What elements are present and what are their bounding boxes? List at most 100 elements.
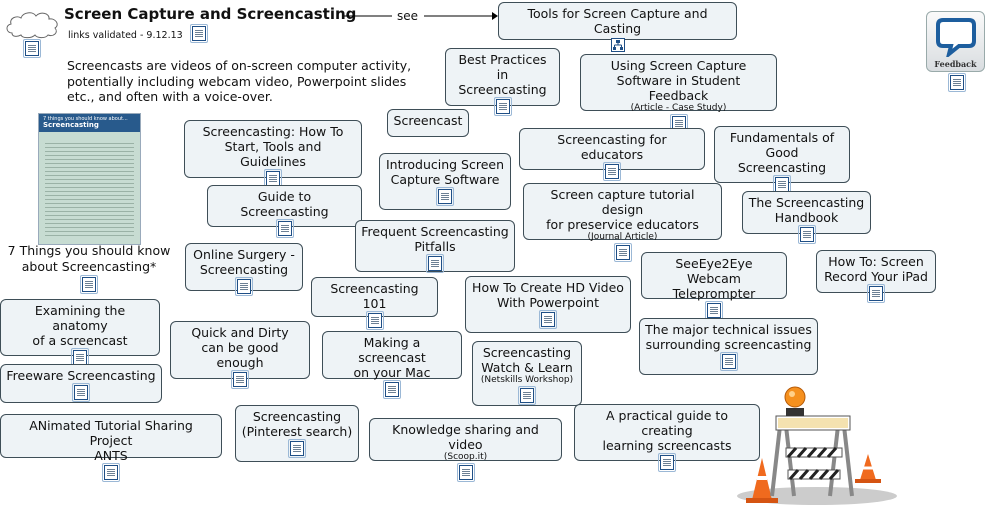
node-pinterest-search[interactable]: Screencasting (Pinterest search) xyxy=(235,405,359,462)
node-label: Frequent Screencasting xyxy=(361,224,509,239)
description-text: Screencasts are videos of on-screen comp… xyxy=(67,58,412,104)
node-screencasting-handbook[interactable]: The Screencasting Handbook xyxy=(742,191,871,244)
document-icon[interactable] xyxy=(867,284,885,303)
document-icon[interactable] xyxy=(456,463,475,482)
document-icon[interactable] xyxy=(518,386,536,405)
node-making-on-mac[interactable]: Making a screencast on your Mac xyxy=(322,331,462,399)
cloud-icon xyxy=(6,12,58,39)
thumbnail-caption: 7 Things you should know about Screencas… xyxy=(7,243,171,274)
speech-bubble-icon xyxy=(935,18,976,60)
document-icon[interactable] xyxy=(365,311,384,330)
node-knowledge-sharing[interactable]: Knowledge sharing and video (Scoop.it) xyxy=(369,418,562,482)
node-screencasting-how-to-start[interactable]: Screencasting: How To Start, Tools and G… xyxy=(184,120,362,188)
node-label: Freeware Screencasting xyxy=(6,368,156,383)
node-label: Screencasting: How To xyxy=(202,124,344,139)
node-label: Screencasting xyxy=(458,82,547,97)
feedback-button[interactable]: Feedback xyxy=(926,11,985,72)
node-hd-video-powerpoint[interactable]: How To Create HD Video With Powerpoint xyxy=(465,276,631,333)
node-label: surrounding screencasting xyxy=(645,337,812,352)
document-icon[interactable] xyxy=(658,453,676,472)
document-icon[interactable] xyxy=(80,275,98,294)
node-online-surgery[interactable]: Online Surgery - Screencasting xyxy=(185,243,303,296)
node-major-technical-issues[interactable]: The major technical issues surrounding s… xyxy=(639,318,818,375)
node-sublabel: (Article - Case Study) xyxy=(630,103,727,113)
see-arrow xyxy=(344,12,498,20)
node-fundamentals[interactable]: Fundamentals of Good Screencasting xyxy=(714,126,850,194)
node-tutorial-design[interactable]: Screen capture tutorial design for prese… xyxy=(523,183,722,262)
node-using-screen-capture-feedback[interactable]: Using Screen Capture Software in Student… xyxy=(580,54,777,133)
document-thumbnail[interactable]: 7 things you should know about... Screen… xyxy=(38,113,141,245)
node-frequent-pitfalls[interactable]: Frequent Screencasting Pitfalls xyxy=(355,220,515,273)
node-label: Using Screen Capture xyxy=(610,58,747,73)
node-label: of a screencast xyxy=(32,333,128,348)
document-icon[interactable] xyxy=(773,175,791,194)
node-label: Fundamentals of xyxy=(729,130,835,145)
document-icon[interactable] xyxy=(71,348,89,367)
node-label: Making a screencast xyxy=(358,335,426,365)
node-introducing-screen-capture[interactable]: Introducing Screen Capture Software xyxy=(379,153,511,210)
node-label: SeeEye2Eye Webcam xyxy=(675,256,753,286)
document-icon[interactable] xyxy=(613,243,632,262)
node-label: ANTS xyxy=(94,448,128,463)
node-label: can be good enough xyxy=(201,340,279,370)
document-icon[interactable] xyxy=(275,219,294,238)
node-how-to-ipad[interactable]: How To: Screen Record Your iPad xyxy=(816,250,936,303)
node-label: Introducing Screen xyxy=(385,157,505,172)
document-icon[interactable] xyxy=(190,24,208,43)
under-construction-image xyxy=(737,386,897,505)
node-label: Capture Software xyxy=(390,172,500,187)
node-freeware-screencasting[interactable]: Freeware Screencasting xyxy=(0,364,162,403)
node-label: for preservice educators xyxy=(546,217,699,232)
node-quick-and-dirty[interactable]: Quick and Dirty can be good enough xyxy=(170,321,310,389)
document-icon[interactable] xyxy=(948,73,966,92)
document-icon[interactable] xyxy=(539,310,557,329)
document-icon[interactable] xyxy=(102,463,120,482)
node-label: A practical guide to creating xyxy=(606,408,728,438)
node-examining-anatomy[interactable]: Examining the anatomy of a screencast xyxy=(0,299,160,367)
node-label: Examining the anatomy xyxy=(34,303,126,333)
node-label: Screencasting xyxy=(199,262,289,277)
node-label: Screencasting for educators xyxy=(557,132,667,162)
node-label: Watch & Learn xyxy=(481,360,573,375)
node-seeeye2eye[interactable]: SeeEye2Eye Webcam Teleprompter xyxy=(641,252,787,320)
document-icon[interactable] xyxy=(231,370,249,389)
node-label: Handbook xyxy=(774,210,839,225)
document-icon[interactable] xyxy=(288,439,306,458)
node-label: Software in Student Feedback xyxy=(616,73,741,103)
document-icon[interactable] xyxy=(426,254,444,273)
document-icon[interactable] xyxy=(669,114,688,133)
document-icon[interactable] xyxy=(264,169,282,188)
node-practical-guide[interactable]: A practical guide to creating learning s… xyxy=(574,404,760,472)
page-title: Screen Capture and Screencasting xyxy=(64,5,357,23)
document-icon[interactable] xyxy=(705,301,723,320)
node-label: Record Your iPad xyxy=(824,269,928,284)
node-screencasting-101[interactable]: Screencasting 101 xyxy=(311,277,438,330)
node-guide-to-screencasting[interactable]: Guide to Screencasting xyxy=(207,185,362,238)
document-icon[interactable] xyxy=(235,277,253,296)
node-sublabel: (Netskills Workshop) xyxy=(480,375,574,385)
node-label: How To: Screen xyxy=(828,254,924,269)
node-label: Online Surgery - xyxy=(193,247,295,262)
node-ants[interactable]: ANimated Tutorial Sharing Project ANTS xyxy=(0,414,222,482)
node-label: Guide to Screencasting xyxy=(240,189,329,219)
node-screencast[interactable]: Screencast xyxy=(387,109,469,137)
node-label: Screencasting xyxy=(482,345,572,360)
node-label: learning screencasts xyxy=(602,438,732,453)
node-watch-and-learn[interactable]: Screencasting Watch & Learn (Netskills W… xyxy=(472,341,582,406)
sitemap-icon[interactable] xyxy=(610,38,625,55)
node-screencasting-for-educators[interactable]: Screencasting for educators xyxy=(519,128,705,181)
node-best-practices[interactable]: Best Practices in Screencasting xyxy=(445,48,560,116)
node-tools-for-screen-capture[interactable]: Tools for Screen Capture and Casting xyxy=(498,2,737,52)
thumbnail-heading-small: 7 things you should know about... xyxy=(43,116,128,122)
document-icon[interactable] xyxy=(72,383,90,402)
document-icon[interactable] xyxy=(603,162,621,181)
node-label: How To Create HD Video xyxy=(472,280,624,295)
node-label: Pitfalls xyxy=(414,239,456,254)
document-icon[interactable] xyxy=(436,187,454,206)
document-icon[interactable] xyxy=(23,39,41,58)
document-icon[interactable] xyxy=(719,352,738,371)
document-icon[interactable] xyxy=(383,380,401,399)
document-icon[interactable] xyxy=(493,97,512,116)
node-label: Screencasting xyxy=(252,409,342,424)
document-icon[interactable] xyxy=(797,225,816,244)
